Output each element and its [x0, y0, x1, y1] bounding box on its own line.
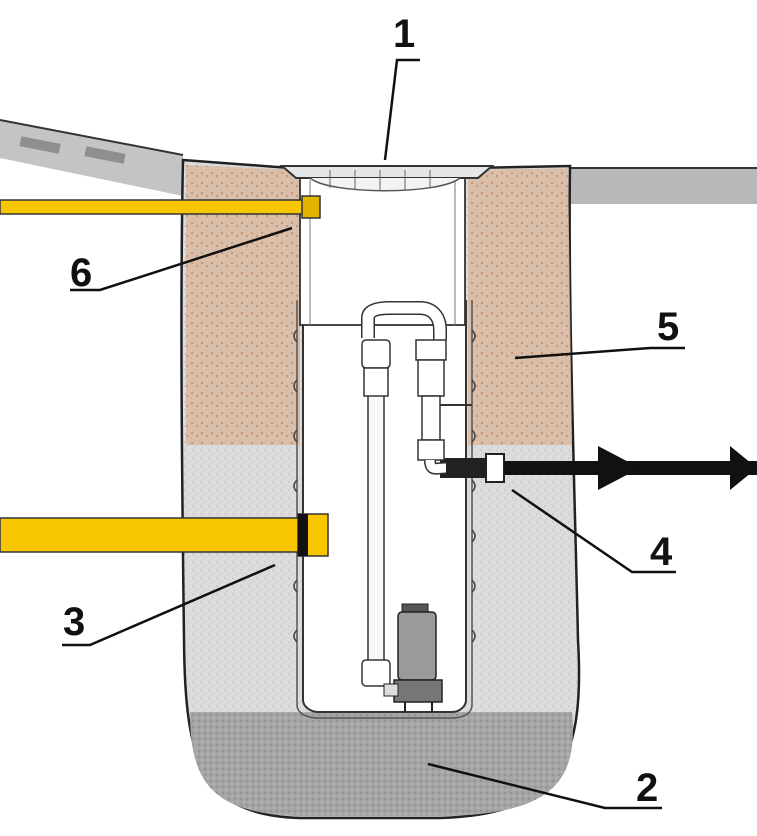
- riser-pipe: [361, 301, 447, 687]
- leader-line-6: [70, 226, 293, 292]
- inlet-pipe-upper: [0, 195, 321, 219]
- leader-line-4: [511, 488, 676, 574]
- flow-arrow: [598, 446, 757, 490]
- callout-6: 6: [70, 251, 93, 295]
- leader-line-5: [514, 346, 685, 360]
- callout-3: 3: [63, 600, 86, 644]
- callout-1: 1: [393, 12, 416, 56]
- callout-2: 2: [636, 766, 659, 810]
- inlet-pipe-lower: [0, 513, 329, 557]
- callout-5: 5: [657, 305, 680, 349]
- leader-lines: [62, 58, 685, 810]
- ground-surface-left: [0, 119, 184, 196]
- leader-line-1: [383, 58, 420, 161]
- check-valve-assembly: [415, 339, 472, 475]
- leader-line-3: [62, 563, 276, 647]
- ground-surface-right: [570, 167, 757, 204]
- submersible-pump: [383, 603, 443, 712]
- callout-4: 4: [650, 530, 673, 574]
- leader-line-2: [427, 762, 662, 810]
- chamber-cover: [279, 165, 495, 192]
